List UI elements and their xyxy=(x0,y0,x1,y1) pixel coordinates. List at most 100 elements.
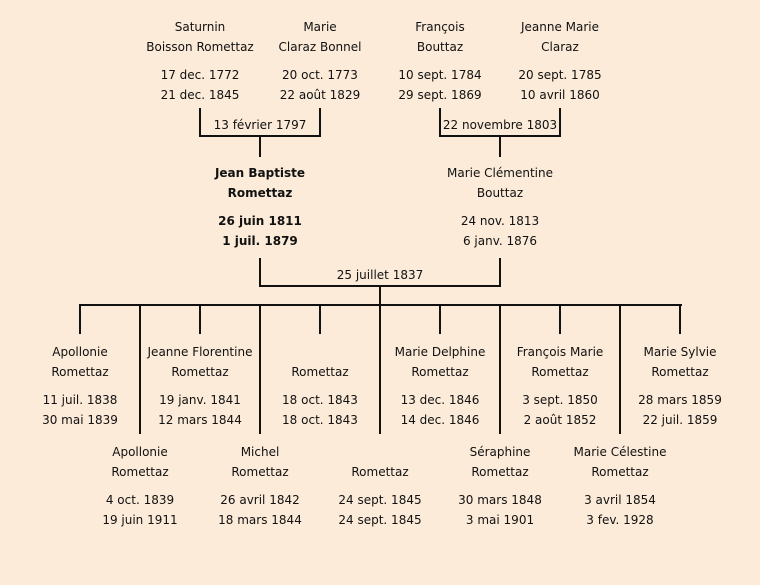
death-date: 10 avril 1860 xyxy=(520,88,600,102)
death-date: 2 août 1852 xyxy=(523,413,597,427)
death-date: 3 mai 1901 xyxy=(465,513,535,527)
birth-date: 28 mars 1859 xyxy=(638,393,722,407)
person-first-name: Saturnin xyxy=(174,20,226,34)
person-last-name: Bouttaz xyxy=(416,40,464,54)
connector-line xyxy=(499,136,501,157)
person-first-name: Jeanne Florentine xyxy=(147,345,253,359)
person-first-name: Marie Clémentine xyxy=(447,166,553,180)
person-last-name: Romettaz xyxy=(411,365,469,379)
birth-date: 10 sept. 1784 xyxy=(398,68,482,82)
death-date: 22 août 1829 xyxy=(279,88,361,102)
death-date: 30 mai 1839 xyxy=(42,413,118,427)
birth-date: 26 avril 1842 xyxy=(220,493,300,507)
connector-line xyxy=(559,305,561,334)
death-date: 6 janv. 1876 xyxy=(462,234,538,248)
death-date: 24 sept. 1845 xyxy=(338,513,422,527)
person-last-name: Claraz xyxy=(541,40,579,54)
person-first-name: Séraphine xyxy=(469,445,531,459)
birth-date: 20 sept. 1785 xyxy=(518,68,602,82)
connector-line xyxy=(199,305,201,334)
person-last-name: Romettaz xyxy=(231,465,289,479)
person-first-name: Marie xyxy=(303,20,337,34)
birth-date: 19 janv. 1841 xyxy=(159,393,241,407)
death-date: 22 juil. 1859 xyxy=(642,413,718,427)
connector-line xyxy=(379,305,381,434)
connector-line xyxy=(319,305,321,334)
connector-line xyxy=(259,136,261,157)
death-date: 21 dec. 1845 xyxy=(160,88,240,102)
death-date: 1 juil. 1879 xyxy=(222,234,298,248)
person-first-name: Apollonie xyxy=(112,445,168,459)
connector-line xyxy=(499,258,501,287)
connector-line xyxy=(379,286,381,306)
connector-line xyxy=(199,108,201,137)
marriage-date: 13 février 1797 xyxy=(213,118,307,132)
person-last-name: Romettaz xyxy=(227,186,293,200)
birth-date: 17 dec. 1772 xyxy=(160,68,240,82)
person-last-name: Romettaz xyxy=(171,365,229,379)
birth-date: 4 oct. 1839 xyxy=(105,493,175,507)
connector-line xyxy=(679,305,681,334)
person-first-name: Apollonie xyxy=(52,345,108,359)
person-box[interactable]: Romettaz 18 oct. 1843 18 oct. 1843 xyxy=(258,342,382,430)
birth-date: 24 sept. 1845 xyxy=(338,493,422,507)
connector-line xyxy=(559,108,561,137)
person-first-name: Marie Célestine xyxy=(573,445,667,459)
marriage-date: 25 juillet 1837 xyxy=(336,268,424,282)
person-last-name: Romettaz xyxy=(111,465,169,479)
connector-line xyxy=(79,305,81,334)
connector-line xyxy=(259,258,261,287)
person-first-name xyxy=(318,442,442,462)
death-date: 18 oct. 1843 xyxy=(282,413,358,427)
birth-date: 30 mars 1848 xyxy=(458,493,542,507)
death-date: 18 mars 1844 xyxy=(218,513,302,527)
person-last-name: Bouttaz xyxy=(476,186,524,200)
person-last-name: Romettaz xyxy=(531,365,589,379)
death-date: 14 dec. 1846 xyxy=(400,413,480,427)
person-last-name: Romettaz xyxy=(351,465,409,479)
person-first-name: Jean Baptiste xyxy=(214,166,306,180)
connector-line xyxy=(439,305,441,334)
person-last-name: Romettaz xyxy=(591,465,649,479)
death-date: 29 sept. 1869 xyxy=(398,88,482,102)
death-date: 12 mars 1844 xyxy=(158,413,242,427)
person-last-name: Romettaz xyxy=(471,465,529,479)
person-first-name: Michel xyxy=(240,445,280,459)
connector-line xyxy=(259,305,261,434)
person-first-name xyxy=(258,342,382,362)
birth-date: 26 juin 1811 xyxy=(218,214,302,228)
person-first-name: Marie Sylvie xyxy=(643,345,717,359)
person-box[interactable]: Romettaz 24 sept. 1845 24 sept. 1845 xyxy=(318,442,442,530)
birth-date: 20 oct. 1773 xyxy=(282,68,358,82)
person-first-name: François xyxy=(415,20,465,34)
person-last-name: Claraz Bonnel xyxy=(278,40,362,54)
birth-date: 24 nov. 1813 xyxy=(460,214,540,228)
birth-date: 3 sept. 1850 xyxy=(522,393,598,407)
person-last-name: Romettaz xyxy=(291,365,349,379)
person-first-name: Marie Delphine xyxy=(394,345,486,359)
birth-date: 3 avril 1854 xyxy=(584,493,656,507)
marriage-date: 22 novembre 1803 xyxy=(442,118,558,132)
birth-date: 18 oct. 1843 xyxy=(282,393,358,407)
connector-line xyxy=(139,305,141,434)
birth-date: 11 juil. 1838 xyxy=(42,393,118,407)
person-last-name: Boisson Romettaz xyxy=(146,40,254,54)
person-last-name: Romettaz xyxy=(51,365,109,379)
death-date: 19 juin 1911 xyxy=(102,513,178,527)
connector-line xyxy=(319,108,321,137)
